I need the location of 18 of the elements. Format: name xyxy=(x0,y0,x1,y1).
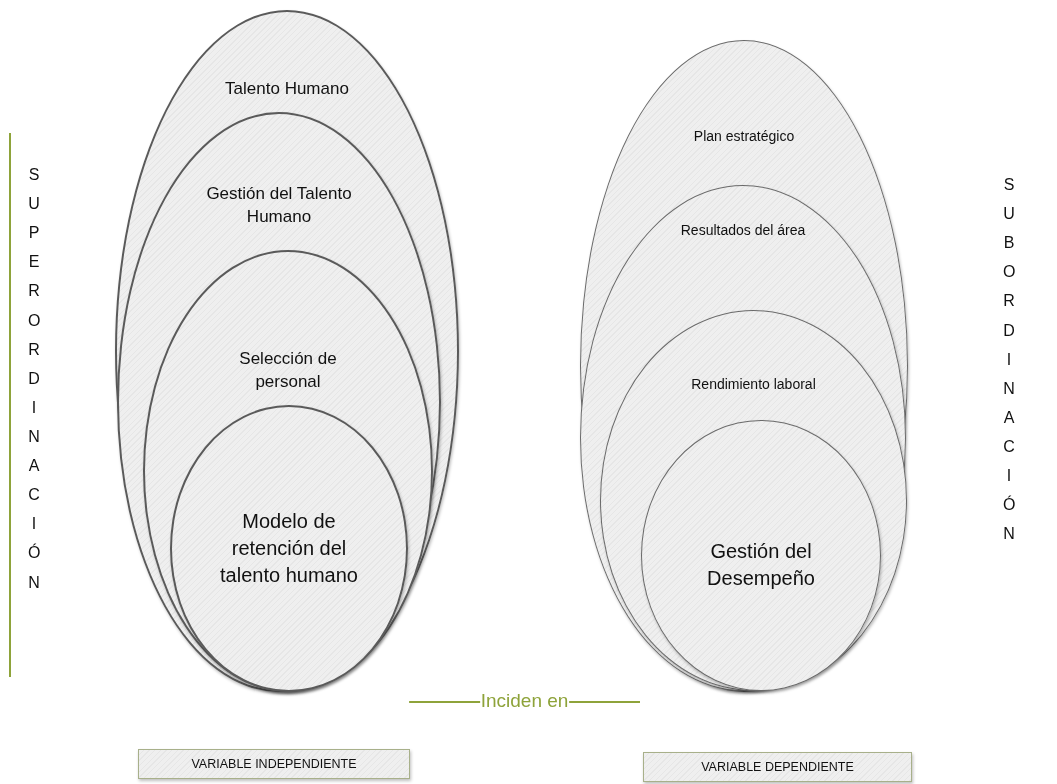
ellipse-label: Plan estratégico xyxy=(692,127,796,146)
nested-ellipse xyxy=(641,420,881,691)
ellipse-label: Gestión del Talento Humano xyxy=(205,183,353,228)
ellipse-label: Resultados del área xyxy=(679,221,807,240)
ellipse-label: Modelo de retención del talento humano xyxy=(219,509,359,588)
ellipse-label: Rendimiento laboral xyxy=(690,375,817,394)
variable-box xyxy=(643,752,912,782)
nested-ellipse xyxy=(143,250,433,692)
nested-ellipse xyxy=(170,405,408,692)
ellipse-label: Selección de personal xyxy=(238,348,338,393)
ellipse-label: Gestión del Desempeño xyxy=(706,539,816,591)
nested-ellipse xyxy=(600,310,907,691)
ellipse-label: Talento Humano xyxy=(224,78,350,100)
variable-box xyxy=(138,749,410,779)
vertical-label: SUBORDINACIÓN xyxy=(1003,175,1015,545)
box-label: VARIABLE INDEPENDIENTE xyxy=(191,757,357,771)
box-label: VARIABLE DEPENDIENTE xyxy=(701,760,854,774)
vertical-label: SUPERORDINACIÓN xyxy=(28,165,40,593)
